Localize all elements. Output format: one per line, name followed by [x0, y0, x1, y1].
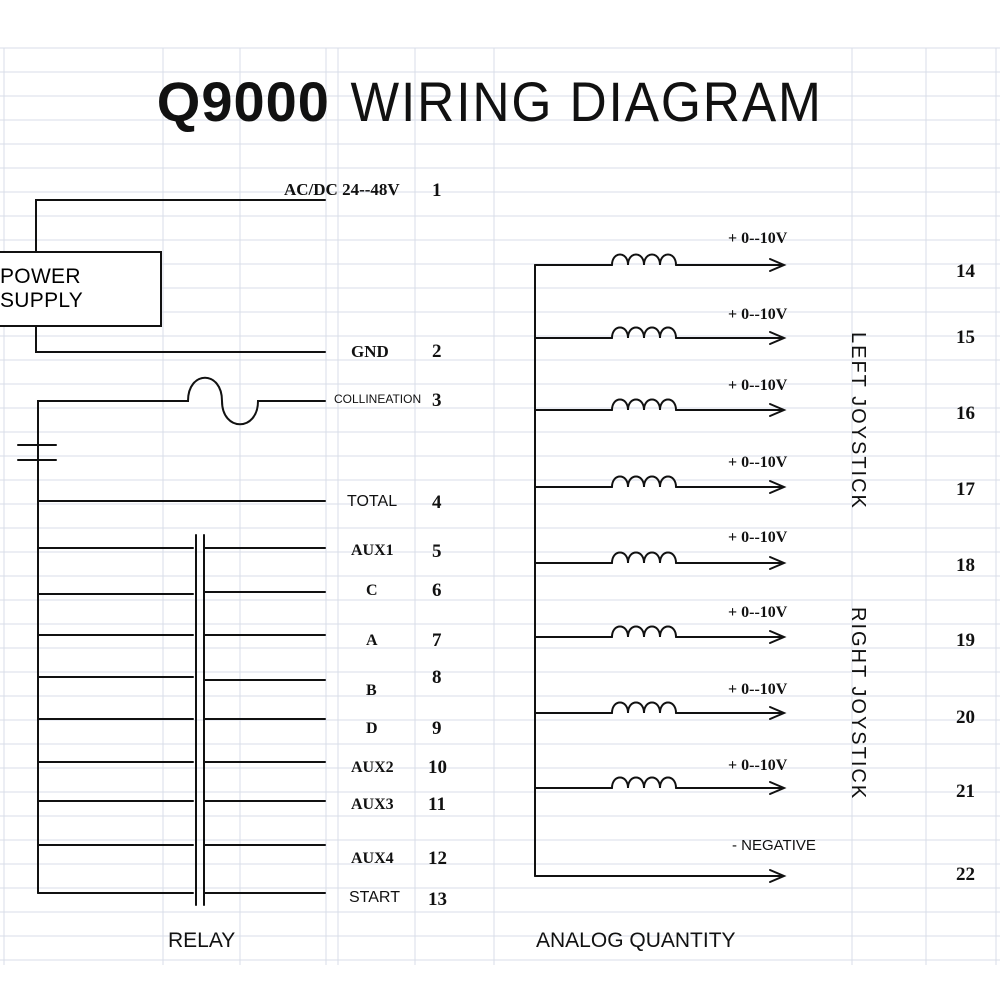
terminal-label-aux3: AUX3 — [351, 796, 394, 813]
analog-label: + 0--10V — [728, 454, 788, 471]
terminal-label-b: B — [366, 682, 377, 699]
analog-coil-icon — [611, 776, 677, 789]
relay-section-label: RELAY — [168, 929, 236, 952]
analog-terminal-number: 21 — [956, 781, 975, 802]
arrow-head-icon — [769, 556, 787, 570]
terminal-number: 4 — [432, 492, 442, 513]
terminal-number: 8 — [432, 667, 442, 688]
analog-label: + 0--10V — [728, 757, 788, 774]
terminal-number: 13 — [428, 889, 447, 910]
analog-terminal-number: 16 — [956, 403, 975, 424]
title-text: WIRING DIAGRAM — [350, 70, 823, 133]
power-supply-box: POWER SUPPLY — [0, 251, 162, 327]
terminal-label-c: C — [366, 582, 378, 599]
diagram-title: Q9000 WIRING DIAGRAM — [0, 74, 1000, 130]
analog-label: + 0--10V — [728, 230, 788, 247]
analog-label: + 0--10V — [728, 306, 788, 323]
arrow-head-icon — [769, 331, 787, 345]
analog-coil-icon — [611, 475, 677, 488]
terminal-label-gnd: GND — [351, 342, 389, 361]
supply-wire-1 — [35, 199, 326, 252]
terminal-number: 11 — [428, 794, 446, 815]
analog-section-label: ANALOG QUANTITY — [536, 929, 736, 952]
left-joystick-label: LEFT JOYSTICK — [847, 332, 869, 510]
power-supply-label: POWER SUPPLY — [0, 265, 84, 312]
terminal-label-collineation: COLLINEATION — [334, 392, 422, 406]
analog-coil-icon — [611, 253, 677, 266]
terminal-number: 1 — [432, 180, 442, 201]
arrow-head-icon — [769, 403, 787, 417]
right-joystick-label: RIGHT JOYSTICK — [847, 607, 869, 801]
analog-label: + 0--10V — [728, 681, 788, 698]
terminal-number: 7 — [432, 630, 442, 651]
terminal-number: 9 — [432, 718, 442, 739]
terminal-number: 6 — [432, 580, 442, 601]
analog-terminal-number: 18 — [956, 555, 975, 576]
analog-terminal-number: 15 — [956, 327, 975, 348]
analog-terminal-number: 20 — [956, 707, 975, 728]
terminal-label-acdc: AC/DC 24--48V — [284, 180, 400, 199]
arrow-head-icon — [769, 630, 787, 644]
analog-label: + 0--10V — [728, 604, 788, 621]
analog-terminal-number: 17 — [956, 479, 975, 500]
terminal-number: 3 — [432, 390, 442, 411]
analog-label: + 0--10V — [728, 529, 788, 546]
title-model: Q9000 — [156, 70, 330, 133]
analog-label: + 0--10V — [728, 377, 788, 394]
analog-terminal-number: 19 — [956, 630, 975, 651]
analog-coil-icon — [611, 625, 677, 638]
analog-label-negative: - NEGATIVE — [732, 837, 816, 854]
arrow-head-icon — [769, 480, 787, 494]
terminal-label-aux1: AUX1 — [351, 542, 394, 559]
terminal-label-a: A — [366, 632, 378, 649]
terminal-label-aux2: AUX2 — [351, 759, 394, 776]
analog-terminal-number: 14 — [956, 261, 975, 282]
terminal-number: 5 — [432, 541, 442, 562]
analog-coil-icon — [611, 551, 677, 564]
terminal-number: 12 — [428, 848, 447, 869]
arrow-head-icon — [769, 869, 787, 883]
analog-coil-icon — [611, 326, 677, 339]
terminal-label-total: TOTAL — [347, 493, 398, 510]
terminal-label-d: D — [366, 720, 378, 737]
terminal-number: 2 — [432, 341, 442, 362]
collineation-wire — [37, 376, 326, 461]
analog-coil-icon — [611, 701, 677, 714]
arrow-head-icon — [769, 781, 787, 795]
arrow-head-icon — [769, 258, 787, 272]
supply-wire-gnd — [35, 326, 326, 353]
terminal-number: 10 — [428, 757, 447, 778]
terminal-label-start: START — [349, 889, 400, 906]
arrow-head-icon — [769, 706, 787, 720]
analog-terminal-number: 22 — [956, 864, 975, 885]
analog-coil-icon — [611, 398, 677, 411]
terminal-label-aux4: AUX4 — [351, 850, 394, 867]
